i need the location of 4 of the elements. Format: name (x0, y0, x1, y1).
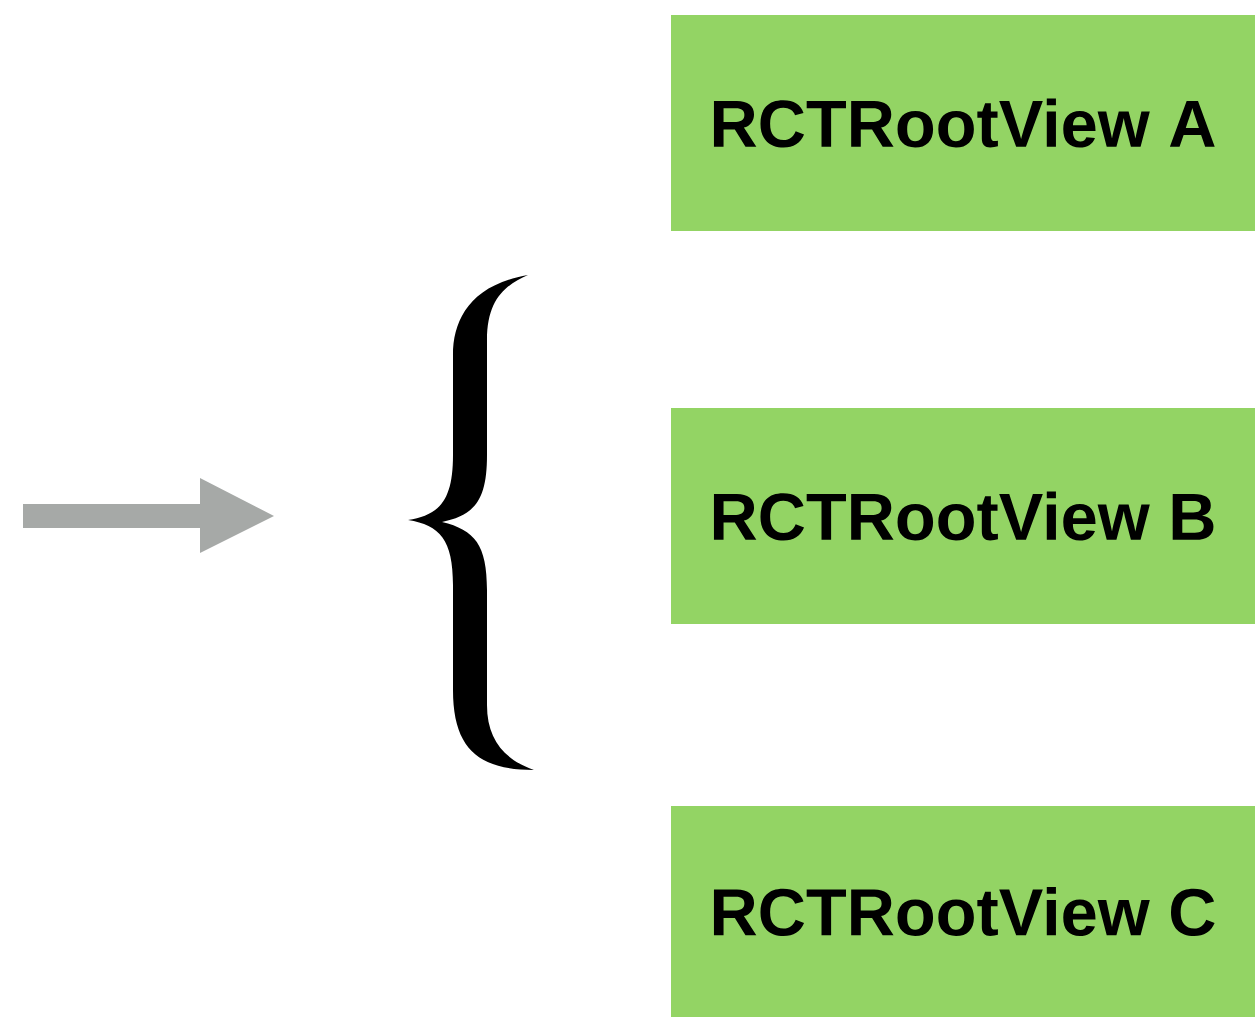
view-box: RCTRootView A (671, 15, 1255, 231)
view-box: RCTRootView C (671, 806, 1255, 1017)
curly-brace (408, 275, 534, 770)
view-box: RCTRootView B (671, 408, 1255, 624)
